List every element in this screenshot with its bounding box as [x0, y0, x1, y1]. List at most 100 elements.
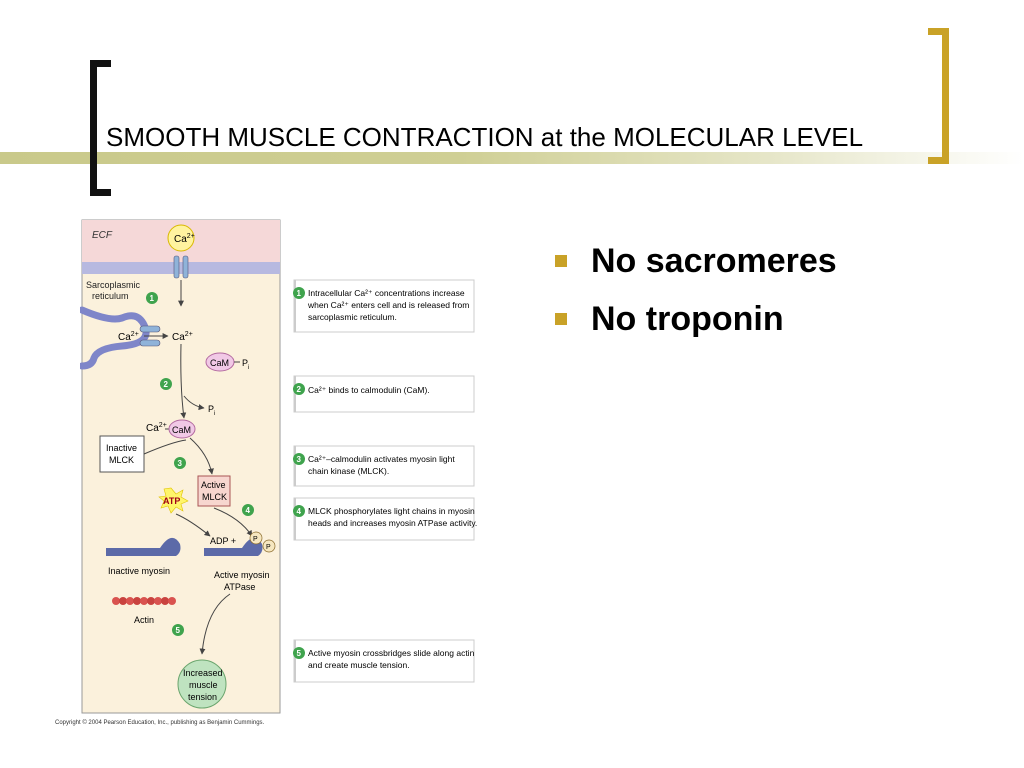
- ca-sr-label: Ca2+: [118, 331, 139, 343]
- bullet-square-icon: [555, 313, 567, 325]
- step-5-badge-icon: [172, 624, 184, 636]
- step-card-edge: [294, 498, 296, 540]
- ca-cytosol-label: Ca2+: [172, 331, 193, 343]
- ion-channel-right: [182, 255, 189, 279]
- step-card-line: heads and increases myosin ATPase activi…: [308, 518, 477, 528]
- actin-label: Actin: [134, 615, 154, 625]
- charge-text: 2+: [131, 331, 139, 338]
- charge-text: 2+: [185, 331, 193, 338]
- step-3-card: 3 Ca²⁺–calmodulin activates myosin light…: [293, 445, 475, 487]
- binding-arrow: [180, 343, 187, 419]
- step-1-badge-icon: [146, 292, 158, 304]
- step-3-badge-icon: [174, 457, 186, 469]
- slide-title: SMOOTH MUSCLE CONTRACTION at the MOLECUL…: [106, 122, 864, 152]
- phosphate-badge-icon: [262, 539, 276, 553]
- charge-text: 2+: [159, 422, 167, 429]
- right-bracket-decoration: [928, 28, 949, 164]
- inactive-mlck-line2: MLCK: [109, 455, 134, 465]
- pi-subscript: i: [214, 411, 215, 417]
- step-card-badge-icon: [293, 505, 305, 517]
- inactive-mlck-box: [99, 435, 145, 473]
- inactive-myosin-tail: [106, 548, 176, 556]
- step-card-badge-icon: [293, 287, 305, 299]
- bullet-text: No sacromeres: [591, 241, 837, 280]
- step-card-line: Ca²⁺ binds to calmodulin (CaM).: [308, 385, 430, 395]
- step-4-badge-icon: [242, 504, 254, 516]
- step-card-line: Ca²⁺–calmodulin activates myosin light: [308, 454, 455, 464]
- step-card-edge: [294, 446, 296, 486]
- ca-ion-label: Ca2+: [174, 233, 195, 245]
- step-card-line: Active myosin crossbridges slide along a…: [308, 648, 475, 658]
- atp-hydrolysis-arrow: [175, 513, 211, 537]
- sr-label-line1: Sarcoplasmic: [86, 280, 141, 290]
- smooth-muscle-figure: ECF Ca2+ Sarcoplasmic reticulum 1 Ca2+ C…: [80, 218, 480, 718]
- ca-text: Ca: [146, 423, 159, 434]
- bullet-square-icon: [555, 255, 567, 267]
- atp-burst-icon: [158, 487, 189, 514]
- tension-arrow: [199, 593, 231, 655]
- step-card-number: 4: [297, 507, 302, 516]
- step-card-badge-icon: [293, 647, 305, 659]
- step-card-number: 2: [297, 385, 302, 394]
- step-card-line: when Ca²⁺ enters cell and is released fr…: [307, 300, 469, 310]
- step-card-number: 3: [297, 455, 302, 464]
- step-card-line: sarcoplasmic reticulum.: [308, 312, 397, 322]
- active-mlck-line2: MLCK: [202, 492, 227, 502]
- step-4-number: 4: [246, 506, 251, 515]
- phosphorylation-arrow: [213, 507, 253, 537]
- p-text: P: [242, 358, 248, 368]
- mlck-activation-arrow-start: [143, 439, 187, 455]
- step-card-number: 1: [297, 289, 302, 298]
- step-card-frame: [293, 279, 475, 333]
- phosphate-label: P: [253, 536, 258, 543]
- pi-label: Pi: [242, 358, 249, 371]
- ecf-label: ECF: [92, 230, 113, 241]
- phosphate-badge-icon: [249, 531, 263, 545]
- active-myosin-tail: [204, 548, 256, 556]
- step-5-card: 5 Active myosin crossbridges slide along…: [293, 639, 475, 683]
- bullet-item: No troponin: [555, 290, 837, 348]
- step-card-line: and create muscle tension.: [308, 660, 410, 670]
- phosphate-label: P: [266, 544, 271, 551]
- step-3-number: 3: [178, 459, 183, 468]
- active-mlck-line1: Active: [201, 480, 226, 490]
- atp-label: ATP: [163, 496, 180, 506]
- step-5-number: 5: [176, 626, 181, 635]
- ca-calmodulin-complex: [168, 419, 196, 439]
- step-2-badge-icon: [160, 378, 172, 390]
- tension-result-circle: [177, 659, 227, 709]
- sr-label-line2: reticulum: [92, 291, 129, 301]
- title-band: [0, 152, 1024, 164]
- step-card-line: chain kinase (MLCK).: [308, 466, 389, 476]
- ca-text: Ca: [118, 332, 131, 343]
- left-bracket-decoration: [90, 60, 111, 196]
- step-1-card: 1 Intracellular Ca²⁺ concentrations incr…: [293, 279, 475, 333]
- pi-released-label: Pi: [208, 404, 215, 417]
- step-2-card: 2 Ca²⁺ binds to calmodulin (CaM).: [293, 375, 475, 413]
- pi-subscript: i: [248, 365, 249, 371]
- sr-channel-bottom: [139, 339, 161, 347]
- ca-text: Ca: [172, 332, 185, 343]
- copyright-text: Copyright © 2004 Pearson Education, Inc.…: [55, 720, 265, 726]
- step-card-frame: [293, 497, 475, 541]
- cam-complex-label: CaM: [172, 425, 191, 435]
- tension-line2: muscle: [189, 680, 218, 690]
- cell-membrane: [82, 262, 280, 274]
- step-card-edge: [294, 280, 296, 332]
- step-card-line: Intracellular Ca²⁺ concentrations increa…: [308, 288, 465, 298]
- inactive-myosin-label: Inactive myosin: [108, 566, 170, 576]
- active-myosin-line2: ATPase: [224, 582, 255, 592]
- step-1-number: 1: [150, 294, 155, 303]
- ca-text: Ca: [174, 234, 187, 245]
- ca-cam-ca-label: Ca2+: [146, 422, 167, 434]
- bullet-item: No sacromeres: [555, 232, 837, 290]
- p-text: P: [208, 404, 214, 414]
- bullet-list: No sacromeres No troponin: [555, 232, 837, 348]
- step-2-number: 2: [164, 380, 169, 389]
- charge-text: 2+: [187, 233, 195, 240]
- step-card-frame: [293, 639, 475, 683]
- ca-ion-extracellular: [167, 224, 195, 252]
- cam-label: CaM: [210, 358, 229, 368]
- step-card-badge-icon: [293, 453, 305, 465]
- step-card-edge: [294, 640, 296, 682]
